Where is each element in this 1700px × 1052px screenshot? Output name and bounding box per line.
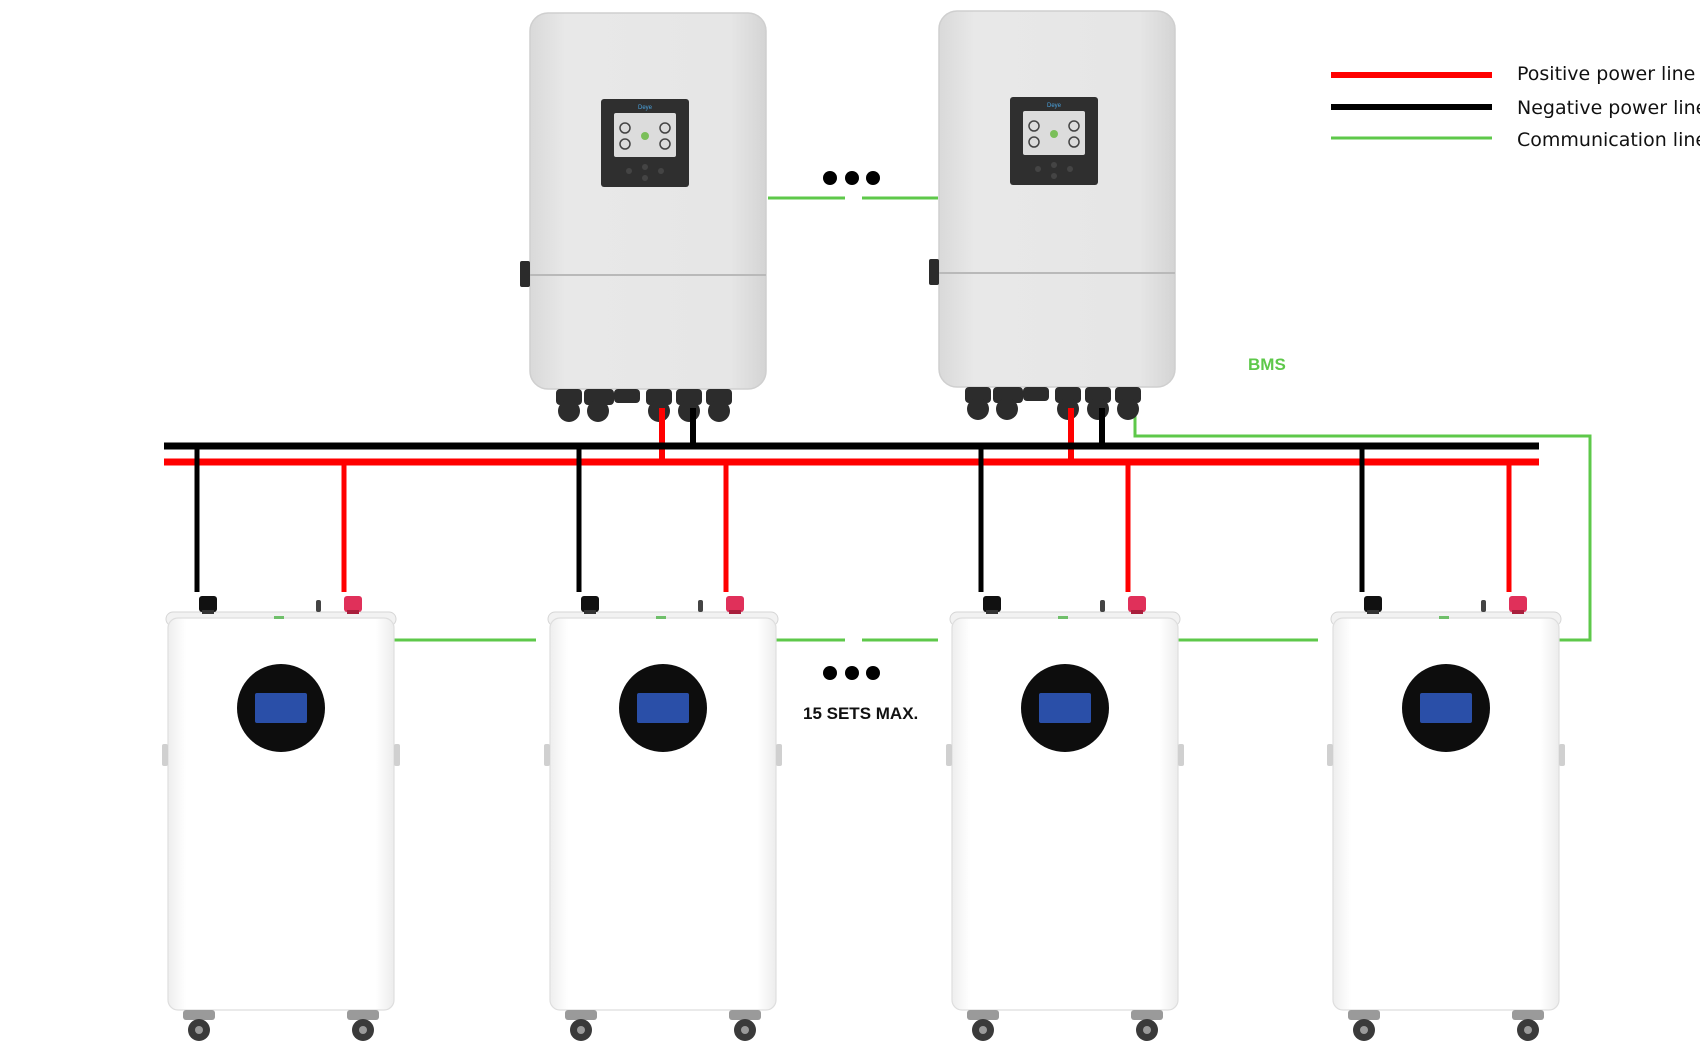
inverter-1 [519, 12, 767, 423]
legend-positive-label: Positive power line [1517, 63, 1695, 85]
inverter-ellipsis [823, 171, 880, 185]
battery-2 [543, 595, 783, 1042]
battery-ellipsis [823, 666, 880, 680]
battery-1 [161, 595, 401, 1042]
battery-3 [945, 595, 1185, 1042]
bms-comm-line [1133, 400, 1592, 642]
bms-label: BMS [1248, 355, 1286, 374]
communication-lines [388, 196, 1592, 642]
power-wiring [164, 408, 1539, 592]
max-sets-label: 15 SETS MAX. [803, 704, 918, 723]
legend-communication-label: Communication line [1517, 129, 1700, 151]
inverter-2 [928, 10, 1176, 421]
battery-4 [1326, 595, 1566, 1042]
legend: Positive power line Negative power line … [1331, 63, 1700, 151]
legend-negative-label: Negative power line [1517, 97, 1700, 119]
